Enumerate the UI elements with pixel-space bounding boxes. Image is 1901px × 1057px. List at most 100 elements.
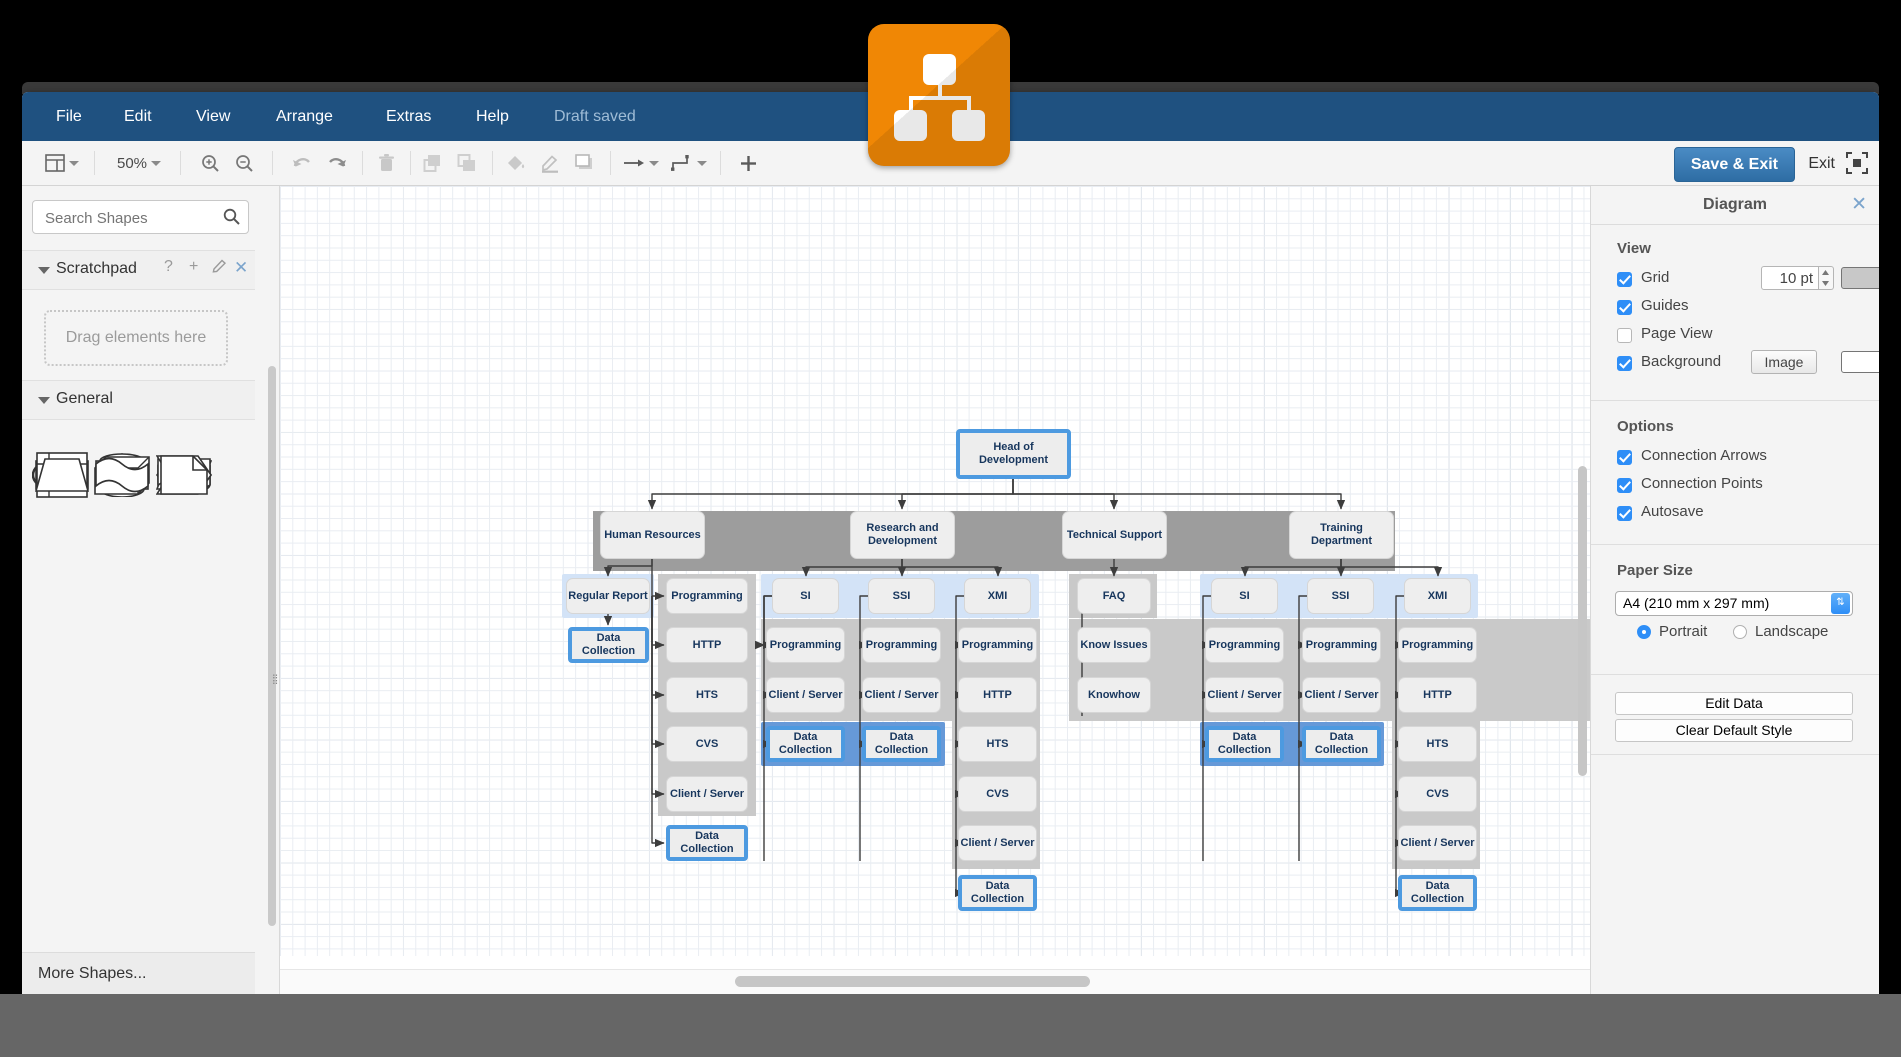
zoom-out-icon[interactable] [228,149,260,177]
diagram-node-td-xmi-cvs[interactable]: CVS [1398,776,1477,812]
diagram-node-hr[interactable]: Human Resources [600,511,705,559]
save-and-exit-button[interactable]: Save & Exit [1673,147,1795,182]
diagram-node-rd-xmi-hts[interactable]: HTS [958,726,1037,762]
undo-icon[interactable] [286,149,318,177]
more-shapes-button[interactable]: More Shapes... [22,952,255,994]
chevron-down-icon[interactable] [38,397,50,404]
portrait-radio[interactable] [1637,625,1651,639]
menu-edit[interactable]: Edit [124,108,152,125]
redo-icon[interactable] [320,149,352,177]
diagram-node-rd-ssi[interactable]: SSI [868,578,935,614]
scratchpad-header[interactable]: Scratchpad ? + ✕ [22,250,255,290]
diagram-node-td-xmi[interactable]: XMI [1404,578,1471,614]
chevron-down-icon[interactable] [38,267,50,274]
fullscreen-icon[interactable] [1845,151,1869,175]
diagram-node-hr-pg[interactable]: Programming [666,578,748,614]
diagram-node-hr-cvs[interactable]: CVS [666,726,748,762]
page-view-checkbox[interactable] [1617,328,1632,343]
edit-data-button[interactable]: Edit Data [1615,692,1853,715]
connection-arrows-checkbox[interactable] [1617,450,1632,465]
diagram-node-rd-ssi-dc[interactable]: Data Collection [862,726,941,762]
diagram-node-td-si-dc[interactable]: Data Collection [1205,726,1284,762]
scratchpad-dropzone[interactable]: Drag elements here [44,310,228,366]
diagram-node-rd-si[interactable]: SI [772,578,839,614]
sidebar-scrollbar[interactable] [268,366,276,926]
scratchpad-edit-icon[interactable] [212,258,227,278]
diagram-node-td-ssi-cs[interactable]: Client / Server [1302,677,1381,713]
scratchpad-close-icon[interactable]: ✕ [234,258,249,277]
menu-help[interactable]: Help [476,108,509,125]
search-icon[interactable] [223,208,240,230]
scratchpad-add-icon[interactable]: + [189,258,199,275]
sidebar-splitter[interactable]: ⁞⁞ [272,672,278,687]
zoom-level-dropdown[interactable]: 50% [108,149,170,177]
diagram-node-hr-dc[interactable]: Data Collection [568,627,649,663]
exit-button[interactable]: Exit [1808,155,1835,172]
chevron-updown-icon[interactable]: ⇅ [1831,593,1850,614]
insert-icon[interactable] [732,149,764,177]
arrow-style-icon[interactable] [620,149,662,177]
canvas-hscrollbar[interactable] [280,969,1591,994]
diagram-node-td-xmi-http[interactable]: HTTP [1398,677,1477,713]
diagram-node-rd-xmi-cvs[interactable]: CVS [958,776,1037,812]
menu-arrange[interactable]: Arrange [276,108,333,125]
general-section-header[interactable]: General [22,380,255,420]
diagram-node-td-xmi-cs[interactable]: Client / Server [1398,825,1477,861]
shape-note[interactable] [154,454,214,496]
line-color-icon[interactable] [534,149,566,177]
delete-icon[interactable] [370,149,402,177]
panel-close-icon[interactable]: ✕ [1851,194,1867,215]
diagram-node-rd-si-cs[interactable]: Client / Server [766,677,845,713]
diagram-node-td-ssi-dc[interactable]: Data Collection [1302,726,1381,762]
diagram-node-td-si-pg[interactable]: Programming [1205,627,1284,663]
diagram-node-td-xmi-pg[interactable]: Programming [1398,627,1477,663]
to-back-icon[interactable] [450,149,482,177]
diagram-node-rd-xmi-pg[interactable]: Programming [958,627,1037,663]
diagram-node-rd-ssi-pg[interactable]: Programming [862,627,941,663]
diagram-node-td-ssi[interactable]: SSI [1307,578,1374,614]
diagram-node-ts[interactable]: Technical Support [1062,511,1167,559]
menu-extras[interactable]: Extras [386,108,432,125]
diagram-node-ts-ki[interactable]: Know Issues [1077,627,1151,663]
diagram-node-rd-si-dc[interactable]: Data Collection [766,726,845,762]
paper-size-select[interactable]: A4 (210 mm x 297 mm) ⇅ [1615,591,1853,616]
guides-checkbox[interactable] [1617,300,1632,315]
diagram-node-hr-cs[interactable]: Client / Server [666,776,748,812]
waypoints-icon[interactable] [668,149,710,177]
diagram-node-td-xmi-hts[interactable]: HTS [1398,726,1477,762]
diagram-node-hr-http[interactable]: HTTP [666,627,748,663]
connection-points-checkbox[interactable] [1617,478,1632,493]
background-color-swatch[interactable] [1841,351,1879,373]
view-layout-icon[interactable] [40,149,84,177]
diagram-node-td-si-cs[interactable]: Client / Server [1205,677,1284,713]
menu-file[interactable]: File [56,108,82,125]
background-image-button[interactable]: Image [1751,350,1817,374]
diagram-node-rd-xmi-cs[interactable]: Client / Server [958,825,1037,861]
diagram-node-td[interactable]: Training Department [1289,511,1394,559]
diagram-node-rd-ssi-cs[interactable]: Client / Server [862,677,941,713]
diagram-node-td-ssi-pg[interactable]: Programming [1302,627,1381,663]
diagram-node-rd[interactable]: Research and Development [850,511,955,559]
menu-view[interactable]: View [196,108,231,125]
diagram-node-hr-rr[interactable]: Regular Report [566,578,650,614]
fill-color-icon[interactable] [500,149,532,177]
diagram-node-hr-dc2[interactable]: Data Collection [666,825,748,861]
diagram-node-rd-si-pg[interactable]: Programming [766,627,845,663]
zoom-in-icon[interactable] [194,149,226,177]
autosave-checkbox[interactable] [1617,506,1632,521]
diagram-node-rd-xmi-dc[interactable]: Data Collection [958,875,1037,911]
diagram-node-td-xmi-dc[interactable]: Data Collection [1398,875,1477,911]
diagram-node-td-si[interactable]: SI [1211,578,1278,614]
diagram-node-ts-faq[interactable]: FAQ [1077,578,1151,614]
diagram-node-rd-xmi-http[interactable]: HTTP [958,677,1037,713]
shadow-icon[interactable] [568,149,600,177]
diagram-node-root[interactable]: Head of Development [956,429,1071,479]
background-checkbox[interactable] [1617,356,1632,371]
canvas-vscroll-thumb[interactable] [1578,466,1587,776]
grid-size-input[interactable]: 10 pt [1761,266,1819,290]
diagram-node-rd-xmi[interactable]: XMI [964,578,1031,614]
grid-size-stepper[interactable] [1819,266,1834,290]
clear-default-style-button[interactable]: Clear Default Style [1615,719,1853,742]
to-front-icon[interactable] [416,149,448,177]
